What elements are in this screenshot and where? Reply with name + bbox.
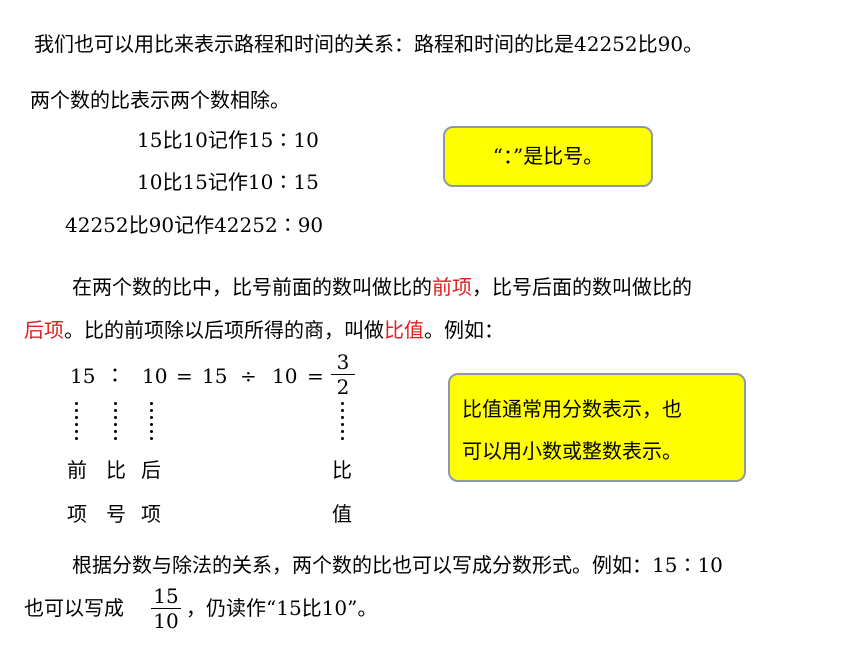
label-back-2: 项	[141, 502, 161, 526]
dots-back	[150, 402, 154, 444]
label-value-1: 比	[332, 458, 352, 482]
term-ratio-value: 比值	[384, 318, 424, 342]
paragraph-2-line-2-b: ，仍读作“15比10”。	[186, 596, 378, 620]
intro-line: 我们也可以用比来表示路程和时间的关系：路程和时间的比是42252比90。	[34, 32, 704, 56]
eq-fraction-denominator: 2	[336, 375, 350, 399]
eq-fraction-numerator: 3	[336, 350, 350, 374]
colon-callout-text: “：”是比号。	[492, 144, 604, 168]
label-value-2: 值	[332, 502, 352, 526]
eq-equals-1: =	[176, 364, 193, 388]
paragraph-1-line-1: 在两个数的比中，比号前面的数叫做比的前项，比号后面的数叫做比的	[72, 273, 692, 301]
label-front-2: 项	[67, 502, 87, 526]
eq-d: 10	[272, 364, 298, 388]
eq-b: 10	[142, 364, 168, 388]
label-sign-1: 比	[106, 458, 126, 482]
fraction-15-10-bar	[151, 608, 181, 609]
eq-equals-2: =	[307, 364, 324, 388]
eq-divide: ÷	[240, 364, 257, 388]
colon-callout: “：”是比号。	[443, 126, 653, 187]
label-back-1: 后	[141, 458, 161, 482]
p1-text-a: 在两个数的比中，比号前面的数叫做比的	[72, 275, 432, 299]
label-front-1: 前	[67, 458, 87, 482]
example-1: 15比10记作15∶10	[137, 128, 319, 152]
fraction-15-10-denominator: 10	[153, 609, 179, 633]
ratio-value-callout: 比值通常用分数表示，也 可以用小数或整数表示。	[448, 373, 746, 482]
dots-front	[75, 402, 79, 444]
paragraph-1-line-2: 后项。比的前项除以后项所得的商，叫做比值。例如：	[24, 316, 504, 344]
dots-sign	[114, 402, 118, 444]
fraction-bar	[331, 374, 355, 375]
p1-text-d: 。例如：	[424, 318, 504, 342]
fraction-15-10: 15 10	[150, 584, 182, 633]
eq-colon: ：	[110, 362, 130, 386]
dots-value	[341, 402, 345, 444]
paragraph-2-line-2-a: 也可以写成	[24, 596, 124, 620]
label-sign-2: 号	[106, 502, 126, 526]
example-3: 42252比90记作42252∶90	[65, 213, 324, 237]
paragraph-2-line-1: 根据分数与除法的关系，两个数的比也可以写成分数形式。例如：15∶10	[72, 553, 723, 577]
eq-c: 15	[202, 364, 228, 388]
ratio-value-callout-line-2: 可以用小数或整数表示。	[462, 439, 682, 463]
term-back: 后项	[24, 318, 64, 342]
ratio-value-callout-line-1: 比值通常用分数表示，也	[462, 397, 682, 421]
term-front: 前项	[432, 275, 472, 299]
p1-text-c: 。比的前项除以后项所得的商，叫做	[64, 318, 384, 342]
ratio-definition-line: 两个数的比表示两个数相除。	[30, 88, 290, 112]
example-2: 10比15记作10∶15	[137, 170, 319, 194]
eq-a: 15	[70, 364, 96, 388]
p1-text-b: ，比号后面的数叫做比的	[472, 275, 692, 299]
eq-fraction: 3 2	[330, 350, 356, 399]
fraction-15-10-numerator: 15	[153, 584, 179, 608]
